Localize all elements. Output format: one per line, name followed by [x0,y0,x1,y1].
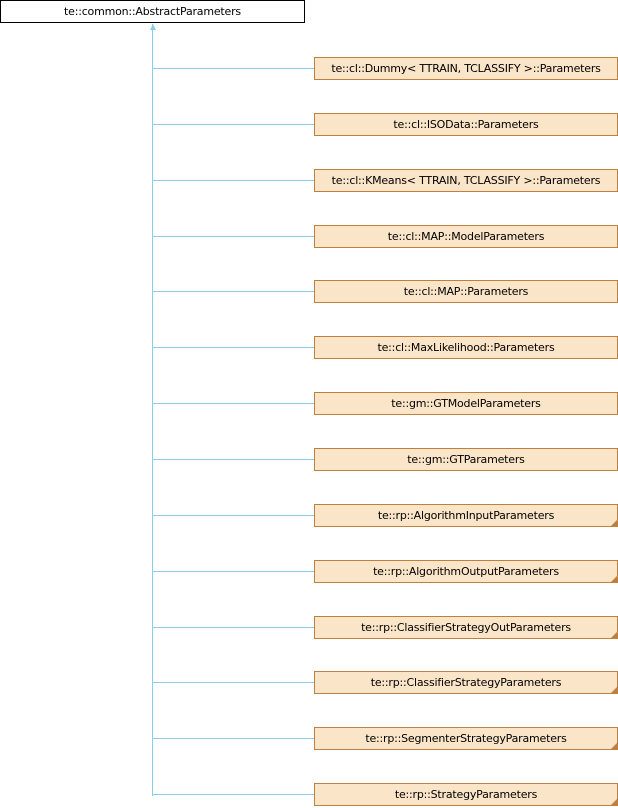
derived-class-node[interactable]: te::gm::GTModelParameters [314,392,618,415]
derived-class-node[interactable]: te::cl::ISOData::Parameters [314,113,618,136]
class-name: te::cl::MAP::Parameters [403,285,529,298]
base-class-node[interactable]: te::common::AbstractParameters [0,0,305,23]
derived-class-node[interactable]: te::cl::KMeans< TTRAIN, TCLASSIFY >::Par… [314,169,618,192]
derived-class-node[interactable]: te::rp::SegmenterStrategyParameters [314,727,618,750]
class-name: te::cl::Dummy< TTRAIN, TCLASSIFY >::Para… [331,62,601,75]
derived-class-node[interactable]: te::cl::MAP::ModelParameters [314,225,618,248]
inheritance-edge [152,682,314,683]
class-name: te::cl::MaxLikelihood::Parameters [377,341,555,354]
inheritance-edge [152,794,314,795]
derived-class-node[interactable]: te::rp::AlgorithmOutputParameters [314,560,618,583]
inheritance-edge [152,68,314,69]
inheritance-edge [152,738,314,739]
derived-class-node[interactable]: te::rp::ClassifierStrategyParameters [314,671,618,694]
derived-class-node[interactable]: te::gm::GTParameters [314,448,618,471]
inheritance-trunk-line [152,24,153,796]
class-name: te::rp::AlgorithmOutputParameters [373,565,559,578]
truncated-subclasses-icon [611,520,617,526]
class-name: te::rp::ClassifierStrategyOutParameters [361,621,571,634]
inheritance-edge [152,236,314,237]
inheritance-edge [152,291,314,292]
truncated-subclasses-icon [611,799,617,805]
truncated-subclasses-icon [611,632,617,638]
class-name: te::rp::ClassifierStrategyParameters [370,676,562,689]
inheritance-edge [152,403,314,404]
class-name: te::gm::GTParameters [407,453,525,466]
inheritance-edge [152,571,314,572]
derived-class-node[interactable]: te::cl::Dummy< TTRAIN, TCLASSIFY >::Para… [314,57,618,80]
truncated-subclasses-icon [611,576,617,582]
inheritance-edge [152,627,314,628]
derived-class-node[interactable]: te::cl::MaxLikelihood::Parameters [314,336,618,359]
inheritance-edge [152,124,314,125]
class-name: te::cl::KMeans< TTRAIN, TCLASSIFY >::Par… [331,174,601,187]
class-name: te::rp::SegmenterStrategyParameters [365,732,567,745]
inheritance-arrow-icon [150,24,156,30]
class-name: te::rp::StrategyParameters [394,788,538,801]
class-name: te::gm::GTModelParameters [391,397,541,410]
derived-class-node[interactable]: te::cl::MAP::Parameters [314,280,618,303]
class-name: te::cl::MAP::ModelParameters [387,230,545,243]
truncated-subclasses-icon [611,687,617,693]
inheritance-edge [152,347,314,348]
inheritance-edge [152,180,314,181]
derived-class-node[interactable]: te::rp::ClassifierStrategyOutParameters [314,616,618,639]
class-name: te::rp::AlgorithmInputParameters [377,509,555,522]
derived-class-node[interactable]: te::rp::AlgorithmInputParameters [314,504,618,527]
inheritance-edge [152,515,314,516]
derived-class-node[interactable]: te::rp::StrategyParameters [314,783,618,806]
truncated-subclasses-icon [611,743,617,749]
class-name: te::cl::ISOData::Parameters [393,118,539,131]
inheritance-edge [152,459,314,460]
